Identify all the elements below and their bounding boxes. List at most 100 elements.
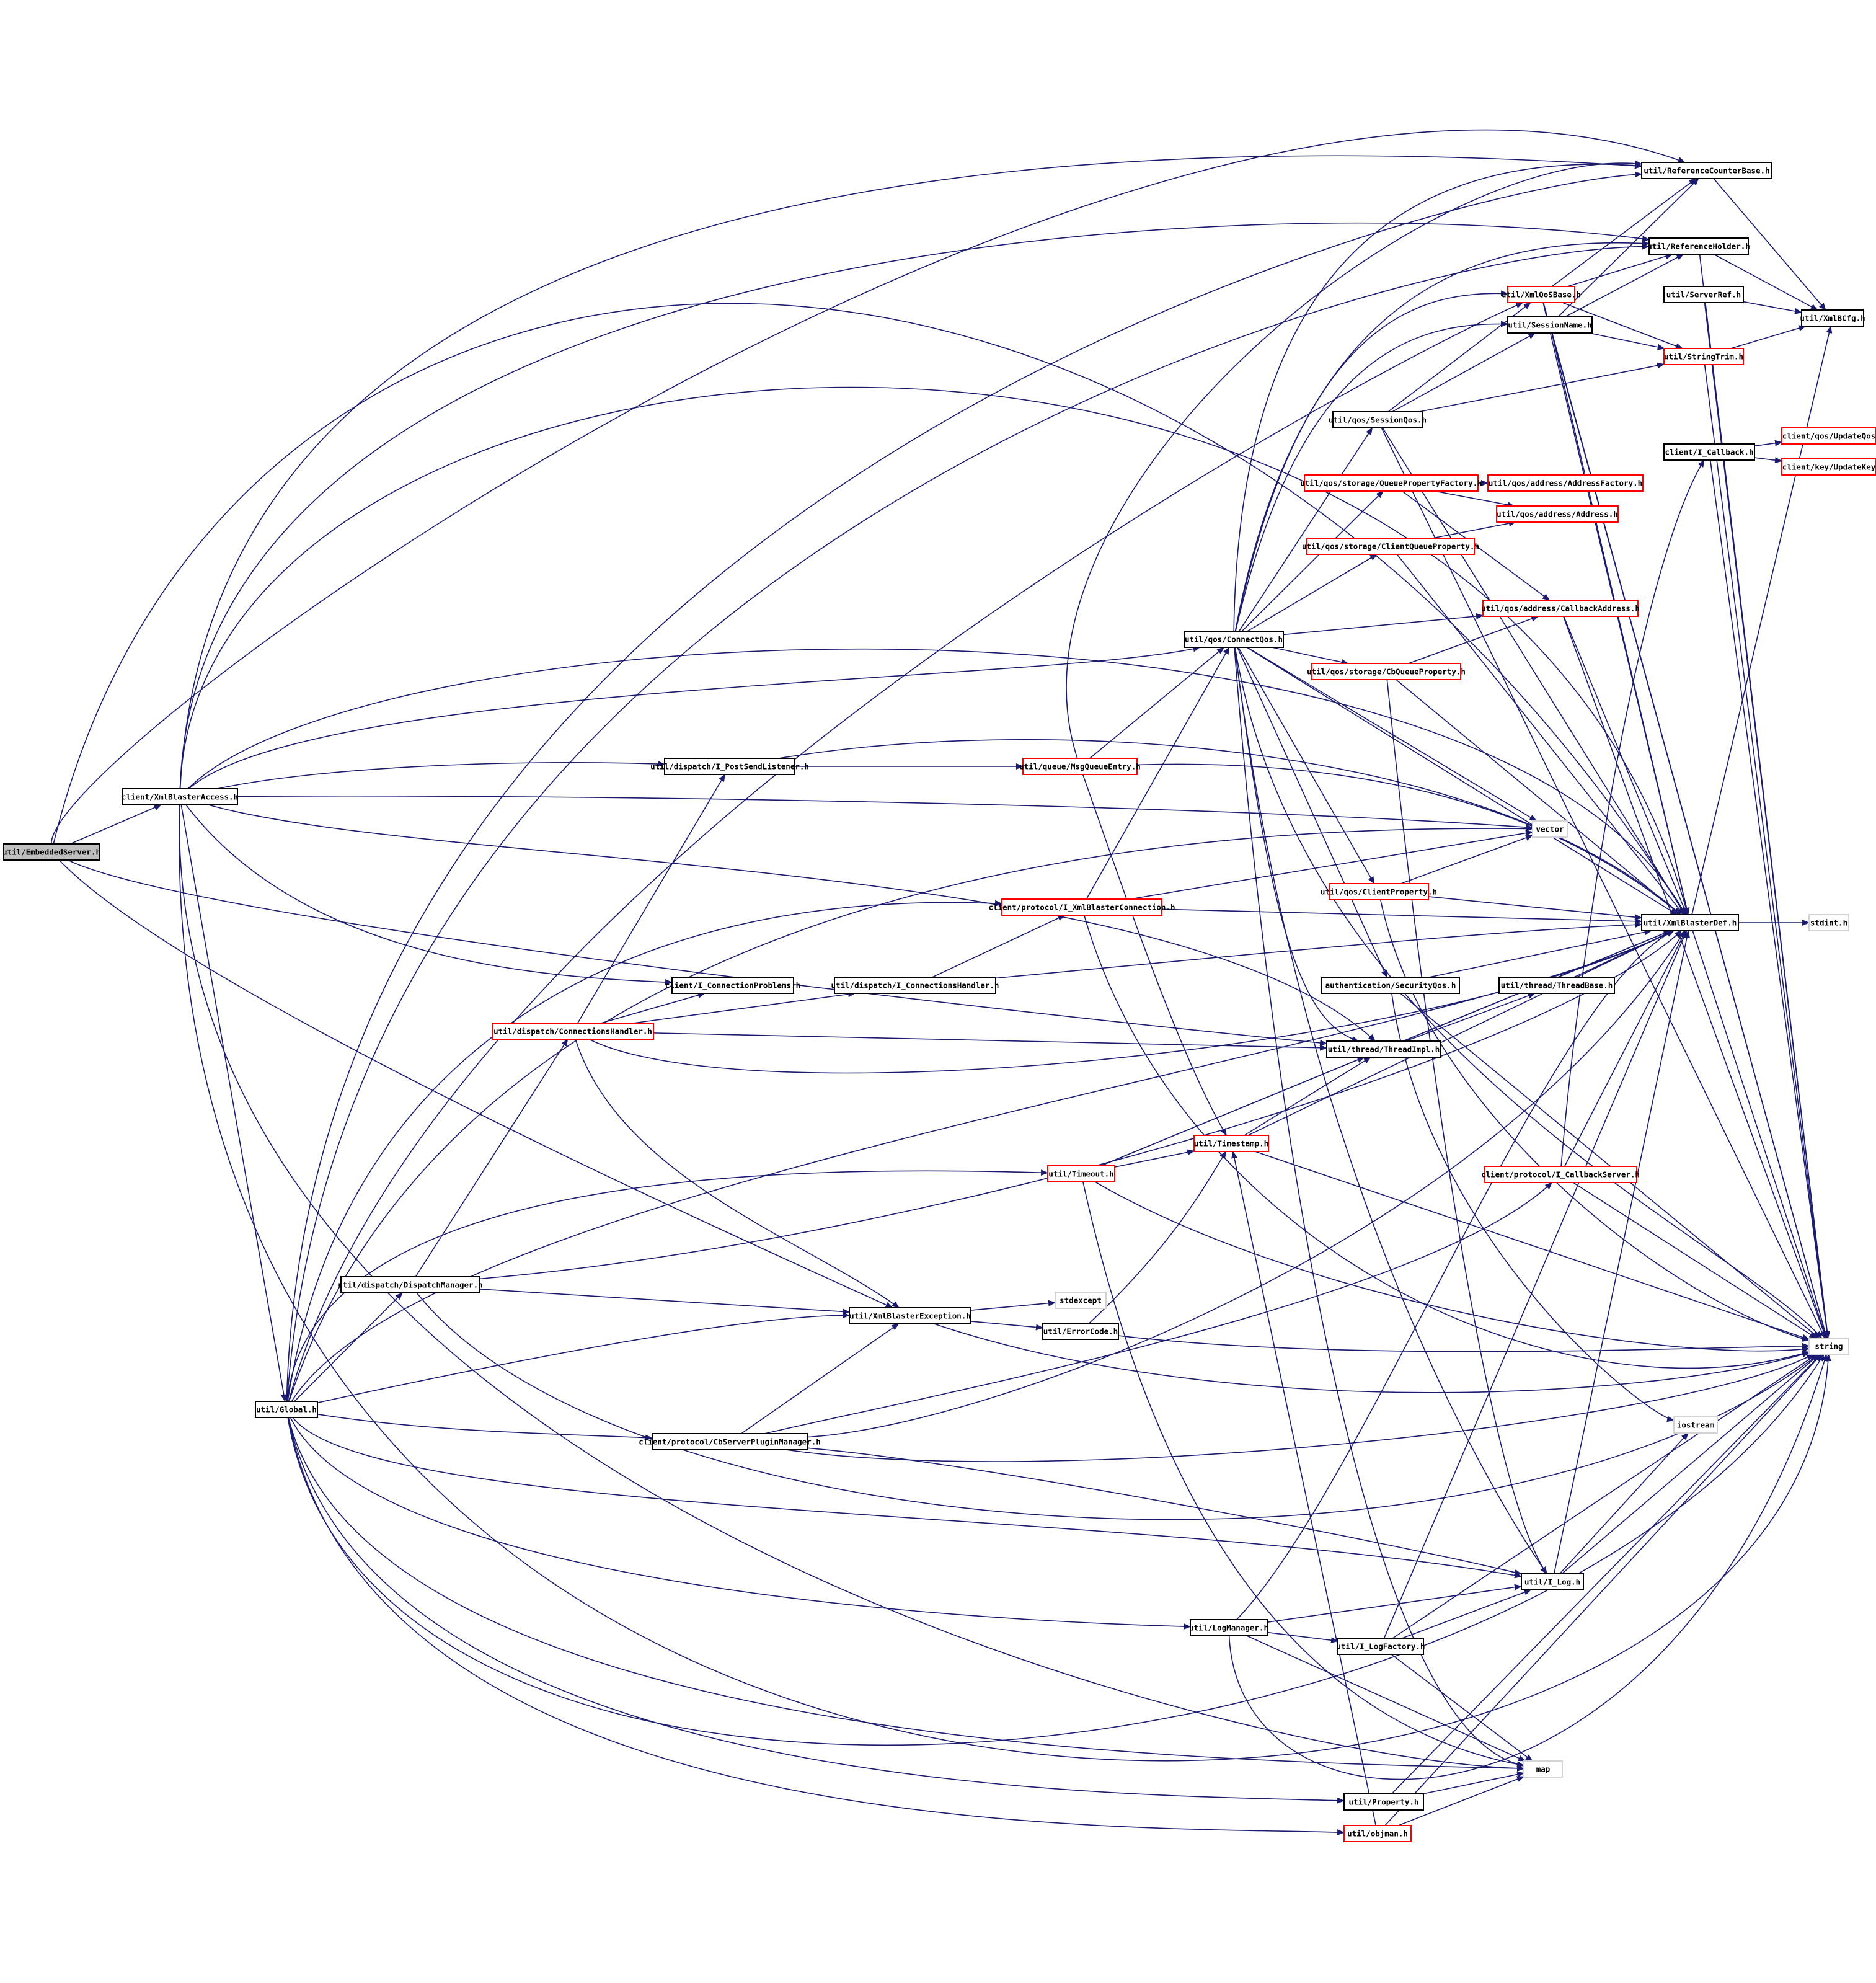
edge-secqos-to-xbdef [1429, 929, 1652, 978]
node-updatekey[interactable]: client/key/UpdateKey [1781, 458, 1876, 476]
edge-xbaccess-to-string [179, 804, 1831, 1762]
node-label: util/Timestamp.h [1194, 1139, 1268, 1148]
node-map[interactable]: map [1523, 1760, 1563, 1778]
node-box [1337, 1638, 1424, 1655]
edge-logmanager-to-ilogfactory [1267, 1631, 1338, 1644]
edge-global-to-ixbconn [287, 900, 1002, 1402]
edge-xbaccess-to-xbdef [179, 386, 1689, 915]
node-label: stdexcept [1060, 1296, 1102, 1305]
node-threadbase[interactable]: util/thread/ThreadBase.h [1498, 977, 1615, 994]
edge-dispmgr-to-connhandler [415, 1039, 569, 1277]
node-label: util/XmlQoSBase.h [1502, 290, 1581, 299]
node-label: client/protocol/I_CallbackServer.h [1481, 1170, 1640, 1180]
node-embedded[interactable]: util/EmbeddedServer.h [2, 843, 100, 861]
node-box [1193, 1135, 1269, 1152]
edge-global-to-ilog [292, 1417, 1522, 1579]
edge-global-to-refcounter [286, 171, 1642, 1402]
node-addrfactory[interactable]: util/qos/address/AddressFactory.h [1487, 474, 1644, 492]
node-serverref[interactable]: util/ServerRef.h [1663, 286, 1744, 303]
node-label: util/XmlBlasterException.h [849, 1311, 971, 1321]
node-xmlbcfg[interactable]: util/XmlBCfg.h [1800, 309, 1865, 327]
node-sessionqos[interactable]: util/qos/SessionQos.h [1329, 411, 1427, 428]
node-cbqprop[interactable]: util/qos/storage/CbQueueProperty.h [1307, 663, 1466, 680]
edge-connectqos-to-xbdef [1246, 647, 1678, 915]
node-global[interactable]: util/Global.h [255, 1401, 318, 1418]
node-label: client/protocol/I_XmlBlasterConnection.h [988, 903, 1175, 913]
node-label: util/qos/storage/CbQueueProperty.h [1307, 667, 1466, 677]
node-address[interactable]: util/qos/address/Address.h [1496, 505, 1619, 523]
node-stringtrim[interactable]: util/StringTrim.h [1663, 348, 1744, 365]
node-clientprop[interactable]: util/qos/ClientProperty.h [1321, 883, 1437, 900]
node-connectqos[interactable]: util/qos/ConnectQos.h [1184, 631, 1284, 648]
node-ilogfactory[interactable]: util/I_LogFactory.h [1337, 1638, 1425, 1655]
node-box [122, 788, 238, 805]
node-property[interactable]: util/Property.h [1343, 1793, 1424, 1811]
edge-timeout-to-string [1094, 1181, 1810, 1352]
edge-xbaccess-to-refholder [179, 222, 1650, 789]
node-dispmgr[interactable]: util/dispatch/DispatchManager.h [338, 1276, 483, 1293]
node-label: util/qos/storage/QueuePropertyFactory.h [1300, 479, 1482, 488]
edge-refholder-to-xmlbcfg [1713, 254, 1818, 311]
edge-qpfactory-to-address [1434, 490, 1515, 508]
node-box [1343, 1825, 1412, 1842]
node-ilog[interactable]: util/I_Log.h [1521, 1573, 1584, 1590]
node-cbplugin[interactable]: client/protocol/CbServerPluginManager.h [639, 1433, 821, 1450]
edge-timestamp-to-threadimpl [1244, 1057, 1371, 1136]
node-box [1311, 663, 1461, 680]
node-objman[interactable]: util/objman.h [1343, 1825, 1412, 1842]
node-connproblems[interactable]: client/I_ConnectionProblems.h [665, 977, 800, 994]
node-cbaddress[interactable]: util/qos/address/CallbackAddress.h [1481, 600, 1640, 617]
node-errorcode[interactable]: util/ErrorCode.h [1042, 1323, 1119, 1340]
node-label: iostream [1677, 1421, 1715, 1430]
node-cqprop[interactable]: util/qos/storage/ClientQueueProperty.h [1302, 538, 1479, 555]
edge-msgqueue-to-connectqos [1089, 647, 1225, 759]
edge-cbplugin-to-xbdef [807, 930, 1686, 1438]
node-iostream[interactable]: iostream [1673, 1416, 1718, 1434]
node-iconnhandler[interactable]: util/dispatch/I_ConnectionsHandler.h [831, 977, 999, 994]
edge-connectqos-to-refholder [1234, 240, 1650, 632]
node-logmanager[interactable]: util/LogManager.h [1189, 1619, 1268, 1636]
node-secqos[interactable]: authentication/SecurityQos.h [1321, 977, 1460, 994]
edge-stringtrim-to-string [1704, 364, 1830, 1339]
node-vector[interactable]: vector [1532, 820, 1568, 838]
node-box [1001, 898, 1162, 916]
node-refcounter[interactable]: util/ReferenceCounterBase.h [1641, 162, 1772, 179]
node-postsend[interactable]: util/dispatch/I_PostSendListener.h [650, 758, 809, 775]
node-timeout[interactable]: util/Timeout.h [1047, 1165, 1115, 1182]
node-icallback[interactable]: client/I_Callback.h [1663, 443, 1755, 461]
edge-cbqprop-to-ilog [1386, 679, 1547, 1574]
edge-postsend-to-xbdef [778, 739, 1682, 915]
edge-global-to-xbdef [291, 930, 1675, 1402]
node-icbserver[interactable]: client/protocol/I_CallbackServer.h [1481, 1166, 1640, 1183]
node-updateqos[interactable]: client/qos/UpdateQos [1781, 427, 1876, 445]
edge-connhandler-to-postsend [577, 774, 725, 1024]
node-stdint[interactable]: stdint.h [1808, 914, 1849, 931]
node-connhandler[interactable]: util/dispatch/ConnectionsHandler.h [492, 1023, 654, 1040]
node-threadimpl[interactable]: util/thread/ThreadImpl.h [1326, 1040, 1441, 1058]
edge-secqos-to-iostream [1391, 993, 1675, 1422]
node-xbdef[interactable]: util/XmlBlasterDef.h [1641, 914, 1739, 931]
node-xbaccess[interactable]: client/XmlBlasterAccess.h [122, 788, 238, 805]
edge-connectqos-to-xmlqosbase [1234, 290, 1508, 632]
edge-connectqos-to-sessionname [1235, 321, 1508, 632]
node-xmlqosbase[interactable]: util/XmlQoSBase.h [1502, 286, 1581, 303]
node-timestamp[interactable]: util/Timestamp.h [1193, 1135, 1269, 1152]
edge-logmanager-to-xbdef [1236, 930, 1675, 1620]
node-refholder[interactable]: util/ReferenceHolder.h [1647, 237, 1750, 255]
edge-xbaccess-to-threadimpl [208, 804, 1376, 1042]
node-string[interactable]: string [1808, 1338, 1849, 1355]
edge-xmlqosbase-to-refholder [1567, 253, 1673, 287]
edge-timestamp-to-xbdef [1247, 930, 1674, 1136]
node-xbexception[interactable]: util/XmlBlasterException.h [849, 1307, 971, 1324]
node-label: client/I_Callback.h [1665, 448, 1754, 458]
node-msgqueue[interactable]: util/queue/MsgQueueEntry.h [1019, 758, 1141, 775]
node-sessionname[interactable]: util/SessionName.h [1507, 316, 1593, 334]
edge-timeout-to-timestamp [1114, 1149, 1195, 1168]
node-label: util/dispatch/ConnectionsHandler.h [493, 1027, 652, 1036]
edge-serverref-to-xmlbcfg [1743, 301, 1802, 314]
node-qpfactory[interactable]: util/qos/storage/QueuePropertyFactory.h [1300, 474, 1482, 492]
node-ixbconn[interactable]: client/protocol/I_XmlBlasterConnection.h [988, 898, 1175, 916]
node-stdexcept[interactable]: stdexcept [1055, 1292, 1107, 1309]
edge-xbaccess-to-global [180, 804, 287, 1402]
